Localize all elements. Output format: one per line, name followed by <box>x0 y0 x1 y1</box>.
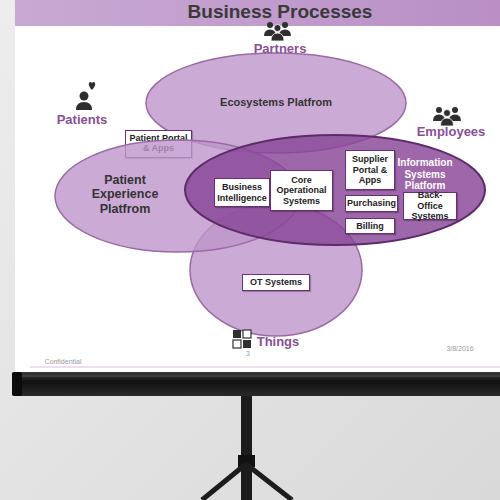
person-head <box>80 92 89 101</box>
things-icon <box>233 330 251 348</box>
tripod-leg <box>246 464 292 500</box>
system-box: Core Operational Systems <box>270 170 333 211</box>
stakeholder-label: Partners <box>250 41 310 56</box>
platform-shape <box>185 135 485 245</box>
footer-rule <box>30 367 500 368</box>
system-box: Supplier Portal & Apps <box>345 150 395 190</box>
person-head <box>282 22 288 28</box>
stakeholder-label: Patients <box>50 112 114 127</box>
footer-note: Confidential <box>33 358 93 365</box>
system-label: Billing <box>346 219 394 233</box>
system-label: Supplier Portal & Apps <box>346 151 394 189</box>
platform-label: Patient Experience Platfrom <box>85 173 165 216</box>
block-square <box>233 340 241 348</box>
heart-symbol <box>89 82 95 90</box>
system-box: Business Intelligence <box>214 178 270 207</box>
person-head <box>452 107 458 113</box>
person-head <box>274 25 281 32</box>
partners-icon <box>264 22 291 41</box>
projection-screen <box>15 0 500 372</box>
slide-title: Business Processes <box>150 1 410 23</box>
stakeholder-label: Employees <box>416 124 486 139</box>
person-head <box>444 110 451 117</box>
person-head <box>267 22 273 28</box>
tripod-leg <box>202 464 246 500</box>
page-number: 3 <box>242 350 254 357</box>
person-head <box>436 107 442 113</box>
system-box: Purchasing <box>345 195 398 212</box>
person-body <box>76 102 92 110</box>
system-box: Back-Office Systems <box>403 192 457 220</box>
platform-label: Information Systems Platform <box>390 157 460 192</box>
system-label: Core Operational Systems <box>271 171 332 210</box>
system-label: OT Systems <box>243 275 309 290</box>
case-highlight <box>16 376 500 377</box>
system-label: Purchasing <box>346 196 397 211</box>
system-label: Business Intelligence <box>215 179 269 206</box>
patients-icon <box>76 82 95 110</box>
system-box: Billing <box>345 218 395 234</box>
footer-date: 3/8/2016 <box>440 345 480 352</box>
person-body <box>271 33 284 41</box>
system-box: OT Systems <box>242 274 310 291</box>
platform-label: Ecosystems Platfrom <box>206 96 346 109</box>
block-square <box>243 340 251 348</box>
block-square <box>233 330 241 338</box>
platform-ellipse: Information Systems PlatformBusiness Int… <box>185 135 485 245</box>
case-endcap <box>12 372 22 396</box>
system-label: Back-Office Systems <box>404 193 456 219</box>
tripod-pole <box>241 396 252 500</box>
title-band <box>15 0 500 26</box>
employees-icon <box>433 107 461 126</box>
stakeholder-label: Things <box>254 334 302 349</box>
block-square <box>243 330 251 338</box>
screen-case <box>12 372 500 396</box>
